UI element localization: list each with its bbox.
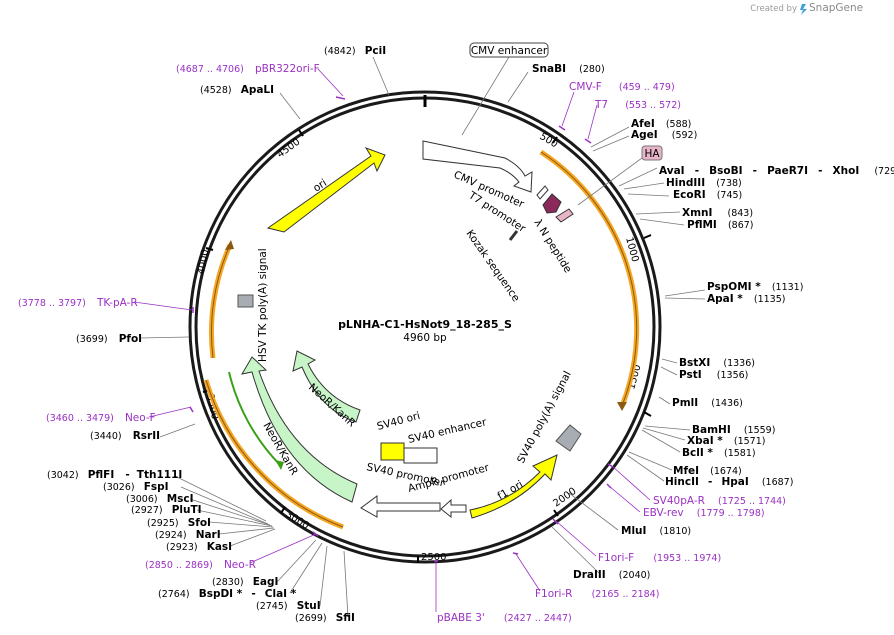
site-snabi: SnaBI (280) [532,57,605,76]
primer-f1ori-f: F1ori-F (1953 .. 1974) [598,546,721,565]
site-apai: ApaI * (1135) [707,287,785,306]
site-kasi: (2923) KasI [166,535,232,554]
ha-tag-shape [555,208,574,223]
site-bstxi: BstXI (1336) [679,351,755,370]
ori-arrow [266,147,386,233]
cmv-promoter-arrow [422,140,533,193]
site-mlui: MluI (1810) [621,519,691,538]
site-hincii: HincII - HpaI (1687) [665,470,793,489]
cmv-enhancer-label: CMV enhancer [471,45,548,57]
tick-500: 500 [537,131,559,150]
tick-3000: 3000 [283,509,310,532]
site-bspdi: (2764) BspDI * - ClaI * [158,582,297,601]
site-pflfi: (3042) PflFI - Tth111I [47,463,182,482]
primer-cmv-f: CMV-F (459 .. 479) [569,75,675,94]
site-draiii: DraIII (2040) [573,563,650,582]
site-pcii: (4842) PciI [324,39,386,58]
primer-sv40pa-r: SV40pA-R (1725 .. 1744) [653,489,786,508]
site-pluti: (2927) PluTI [131,498,202,517]
tick-2000: 2000 [551,486,578,510]
sv40-ori-label: SV40 ori [376,410,422,433]
neokan-outer-arrow [241,356,358,503]
site-pspomi: PspOMI * (1131) [707,275,803,294]
site-afei: AfeI (588) [631,112,691,131]
primer-f1ori-r: F1ori-R (2165 .. 2184) [535,582,659,601]
orf-arc-left [208,243,233,359]
primer-neo-r: (2850 .. 2869) Neo-R [145,553,256,572]
sv40-enhancer-shape [403,447,438,464]
snapgene-brand: SnapGene [809,2,863,14]
site-agei: AgeI (592) [631,123,697,142]
orf-arc-main-line [540,151,638,407]
site-pmli: PmlI (1436) [672,391,743,410]
sv40-ori-shape [380,442,405,461]
plasmid-name: pLNHA-C1-HsNot9_18-285_S [338,318,512,331]
tick-3500: 3500 [204,393,220,420]
tick-4000: 4000 [196,249,211,276]
site-ecori: EcoRI (745) [673,183,742,202]
orf-arc-green [228,371,281,466]
orf-arc-main [539,149,640,407]
neokan-inner-arrow [292,350,361,423]
site-avai: AvaI - BsoBI - PaeR7I - XhoI (729) [659,159,894,178]
kozak-mark [508,230,519,241]
site-pflmi: PflMI (867) [687,213,753,232]
site-eagi: (2830) EagI [212,570,278,589]
ha-label: HA [644,148,660,160]
tick-2500: 2500 [421,552,446,563]
sv40-polya-label: SV40 poly(A) signal [515,369,574,465]
site-sfii: (2699) SfiI [295,606,355,625]
sv40-promoter-arrow [360,495,441,518]
plasmid-size: 4960 bp [403,332,447,344]
snapgene-logo-icon [800,4,807,15]
primer-leaders [133,68,651,612]
lambda-n-peptide-shape [542,193,562,214]
site-hindiii: HindIII (738) [666,171,742,190]
primer-neo-f: (3460 .. 3479) Neo-F [46,406,156,425]
site-bcli: BclI * (1581) [682,441,756,460]
orf-arc-main-arrow [617,402,627,411]
leader-lines [139,56,706,618]
site-msci: (3006) MscI [126,487,194,506]
site-bamhi: BamHI (1559) [692,418,775,437]
site-mfei: MfeI (1674) [673,459,742,478]
t7-promoter-arrow [536,185,549,200]
site-xmni: XmnI (843) [682,201,753,220]
site-nari: (2924) NarI [155,523,221,542]
ampr-promoter-arrow [440,498,467,519]
primer-pbabe3: pBABE 3' (2427 .. 2447) [437,606,572,625]
site-fspi: (3026) FspI [103,475,169,494]
kozak-label: Kozak sequence [464,228,522,304]
site-sfoi: (2925) SfoI [147,511,211,530]
primer-pbr322ori-f: (4687 .. 4706) pBR322ori-F [176,57,320,76]
site-apali: (4528) ApaLI [200,78,274,97]
primer-t7: T7 (553 .. 572) [594,93,681,112]
f1-ori-arrow [469,454,558,519]
created-by-label: Created by [750,4,797,14]
site-xbai: XbaI * (1571) [687,429,765,448]
sv40-polya-shape [555,424,582,452]
primer-tk-pa-r: (3778 .. 3797) TK-pA-R [18,291,138,310]
site-pfoi: (3699) PfoI [76,327,142,346]
hsv-tk-polya-label: HSV TK poly(A) signal [257,248,269,362]
backbone-outer-ring [188,90,662,564]
lambda-n-peptide-label: λ N peptide [531,217,573,275]
ha-box [641,145,663,161]
site-psti: PstI (1356) [679,363,748,382]
site-rsrii: (3440) RsrII [90,424,160,443]
primer-ebv-rev: EBV-rev (1779 .. 1798) [643,501,765,520]
site-stui: (2745) StuI [256,594,321,613]
hsv-tk-polya-shape [237,294,254,308]
tick-4500: 4500 [275,137,302,161]
position-ticks [202,129,652,563]
